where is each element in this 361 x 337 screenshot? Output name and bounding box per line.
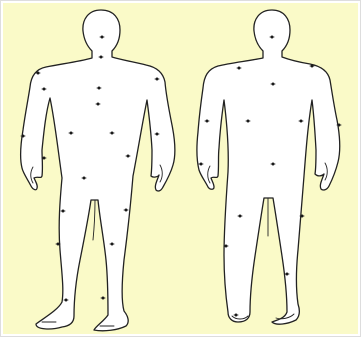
body-diagram-figure <box>0 0 361 337</box>
body-diagram-canvas <box>0 0 361 337</box>
